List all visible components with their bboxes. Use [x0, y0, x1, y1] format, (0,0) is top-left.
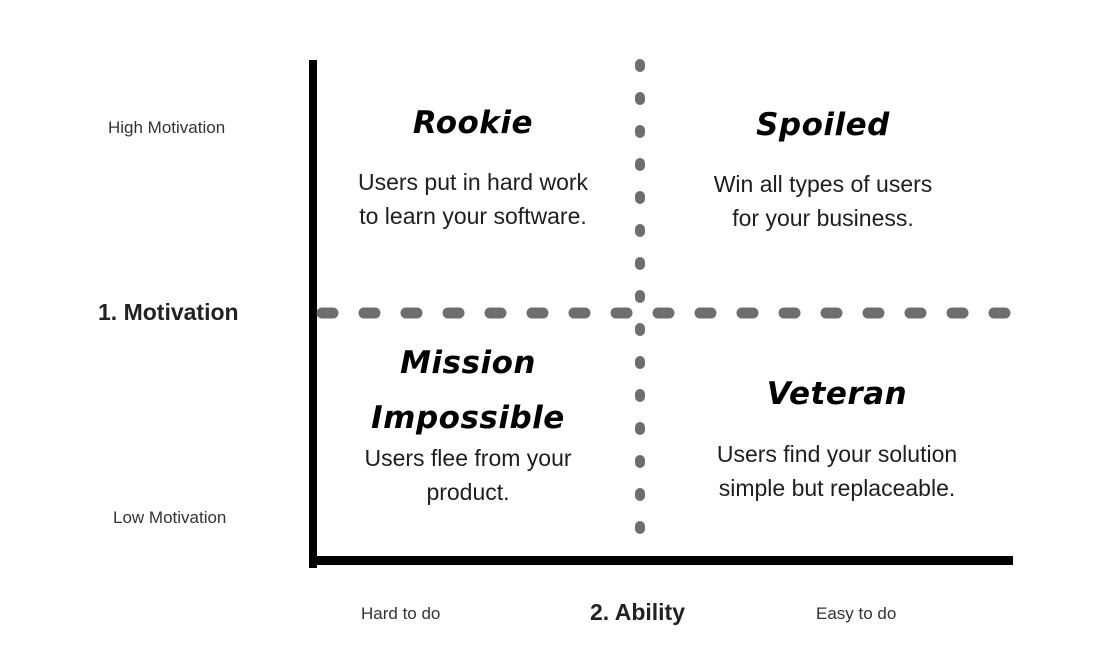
- description-line: Users find your solution: [716, 441, 958, 467]
- quadrant-spoiled: Spoiled Win all types of users for your …: [668, 98, 978, 235]
- quadrant-rookie: Rookie Users put in hard work to learn y…: [318, 96, 628, 233]
- ability-axis-title: 2. Ability: [590, 599, 685, 625]
- description-line: Users flee from your: [364, 445, 572, 471]
- motivation-axis-title: 1. Motivation: [98, 299, 239, 325]
- hard-to-do-label: Hard to do: [361, 604, 441, 623]
- description-line: simple but replaceable.: [718, 475, 956, 501]
- quadrant-mission-impossible: Mission Impossible Users flee from your …: [313, 336, 623, 509]
- low-motivation-label: Low Motivation: [113, 508, 227, 527]
- quadrant-title: Mission: [400, 345, 536, 381]
- x-axis-line: [309, 556, 1013, 565]
- description-line: Win all types of users: [713, 171, 933, 197]
- quadrant-title: Veteran: [766, 376, 908, 412]
- easy-to-do-label: Easy to do: [816, 604, 897, 623]
- high-motivation-label: High Motivation: [108, 118, 226, 137]
- quadrant-title: Spoiled: [756, 107, 890, 143]
- quadrant-title: Rookie: [412, 105, 534, 141]
- quadrant-veteran: Veteran Users find your solution simple …: [682, 367, 992, 505]
- quadrant-description: Users flee from your product.: [313, 441, 623, 509]
- quadrant-description: Win all types of users for your business…: [668, 167, 978, 235]
- quadrant-description: Users find your solution simple but repl…: [682, 437, 992, 505]
- quadrant-title: Impossible: [371, 400, 565, 436]
- quadrant-description: Users put in hard work to learn your sof…: [318, 165, 628, 233]
- description-line: Users put in hard work: [357, 169, 589, 195]
- description-line: product.: [426, 479, 510, 505]
- description-line: for your business.: [732, 205, 914, 231]
- description-line: to learn your software.: [359, 203, 587, 229]
- y-axis-line: [309, 60, 317, 568]
